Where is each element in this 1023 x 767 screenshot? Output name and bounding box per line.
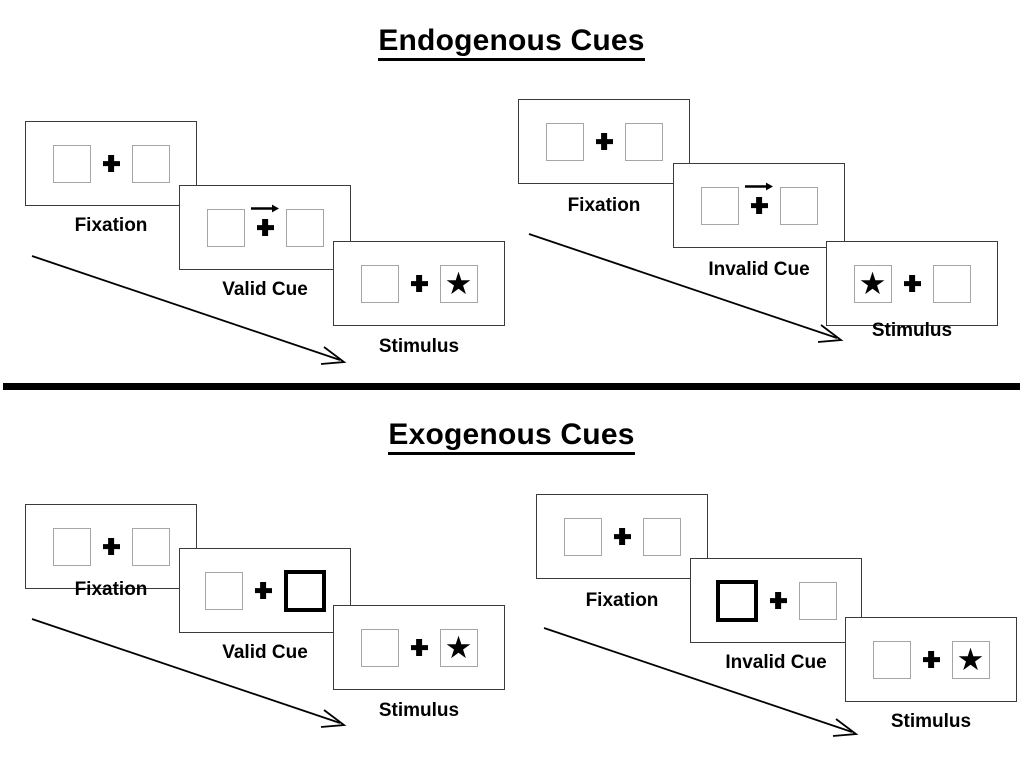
stimulus-box-right: ★ [439, 264, 478, 303]
stimulus-box-left [360, 264, 399, 303]
panel-exogenous-invalid-cue [690, 558, 862, 643]
panel-exogenous-valid-cue [179, 548, 351, 633]
caption-endogenous-invalid-fixation: Fixation [567, 195, 641, 216]
fixation-cross-icon [411, 639, 428, 656]
target-star-icon: ★ [444, 266, 473, 301]
stimulus-box-right [642, 517, 681, 556]
panel-exogenous-valid-fixation [25, 504, 197, 589]
stimulus-box-left-cued [715, 579, 758, 622]
panel-endogenous-valid-cue [179, 185, 351, 270]
section-title-endogenous-text: Endogenous Cues [378, 24, 645, 61]
fixation-cross-icon [251, 204, 279, 236]
stimulus-box-right: ★ [951, 640, 990, 679]
caption-endogenous-valid-stimulus: Stimulus [378, 336, 460, 357]
stimulus-box-left [700, 186, 739, 225]
target-star-icon: ★ [444, 630, 473, 665]
stimulus-box-left [206, 208, 245, 247]
stimulus-box-left [545, 122, 584, 161]
time-flow-arrow-endogenous-valid [31, 255, 347, 365]
stimulus-box-left [204, 571, 243, 610]
section-divider [3, 383, 1020, 390]
caption-endogenous-invalid-cue: Invalid Cue [708, 259, 810, 280]
caption-exogenous-valid-cue: Valid Cue [222, 642, 308, 663]
target-star-icon: ★ [858, 266, 887, 301]
caption-endogenous-invalid-stimulus: Stimulus [871, 320, 953, 341]
fixation-cross-icon [411, 275, 428, 292]
fixation-cross-icon [614, 528, 631, 545]
fixation-cross-icon [923, 651, 940, 668]
caption-exogenous-valid-stimulus: Stimulus [378, 700, 460, 721]
fixation-cross-icon [596, 133, 613, 150]
caption-exogenous-invalid-stimulus: Stimulus [890, 711, 972, 732]
stimulus-box-right: ★ [439, 628, 478, 667]
time-flow-arrow-exogenous-valid [31, 618, 347, 728]
fixation-cross-icon [103, 538, 120, 555]
caption-exogenous-invalid-cue: Invalid Cue [725, 652, 827, 673]
fixation-cross-icon [255, 582, 272, 599]
panel-exogenous-valid-stimulus: ★ [333, 605, 505, 690]
fixation-cross-icon [904, 275, 921, 292]
panel-exogenous-invalid-fixation [536, 494, 708, 579]
stimulus-box-right-cued [283, 569, 326, 612]
caption-exogenous-invalid-fixation: Fixation [585, 590, 659, 611]
caption-endogenous-valid-fixation: Fixation [74, 215, 148, 236]
stimulus-box-left: ★ [853, 264, 892, 303]
fixation-cross-icon [103, 155, 120, 172]
panel-endogenous-valid-stimulus: ★ [333, 241, 505, 326]
caption-endogenous-valid-cue: Valid Cue [222, 279, 308, 300]
stimulus-box-right [624, 122, 663, 161]
target-star-icon: ★ [956, 642, 985, 677]
section-title-exogenous: Exogenous Cues [0, 418, 1023, 455]
panel-endogenous-valid-fixation [25, 121, 197, 206]
fixation-cross-icon [770, 592, 787, 609]
stimulus-box-right [779, 186, 818, 225]
stimulus-box-left [360, 628, 399, 667]
cue-arrow-right-icon [251, 204, 279, 213]
section-title-exogenous-text: Exogenous Cues [388, 418, 635, 455]
cue-arrow-right-icon [745, 182, 773, 191]
stimulus-box-left [563, 517, 602, 556]
section-title-endogenous: Endogenous Cues [0, 24, 1023, 61]
stimulus-box-right [131, 527, 170, 566]
panel-exogenous-invalid-stimulus: ★ [845, 617, 1017, 702]
stimulus-box-right [798, 581, 837, 620]
time-flow-arrow-exogenous-invalid [543, 627, 859, 737]
time-flow-arrow-endogenous-invalid [528, 233, 844, 343]
stimulus-box-left [52, 144, 91, 183]
stimulus-box-right [285, 208, 324, 247]
stimulus-box-right [131, 144, 170, 183]
stimulus-box-left [872, 640, 911, 679]
fixation-cross-icon [745, 182, 773, 214]
stimulus-box-left [52, 527, 91, 566]
panel-endogenous-invalid-fixation [518, 99, 690, 184]
caption-exogenous-valid-fixation: Fixation [74, 579, 148, 600]
panel-endogenous-invalid-cue [673, 163, 845, 248]
panel-endogenous-invalid-stimulus: ★ [826, 241, 998, 326]
stimulus-box-right [932, 264, 971, 303]
